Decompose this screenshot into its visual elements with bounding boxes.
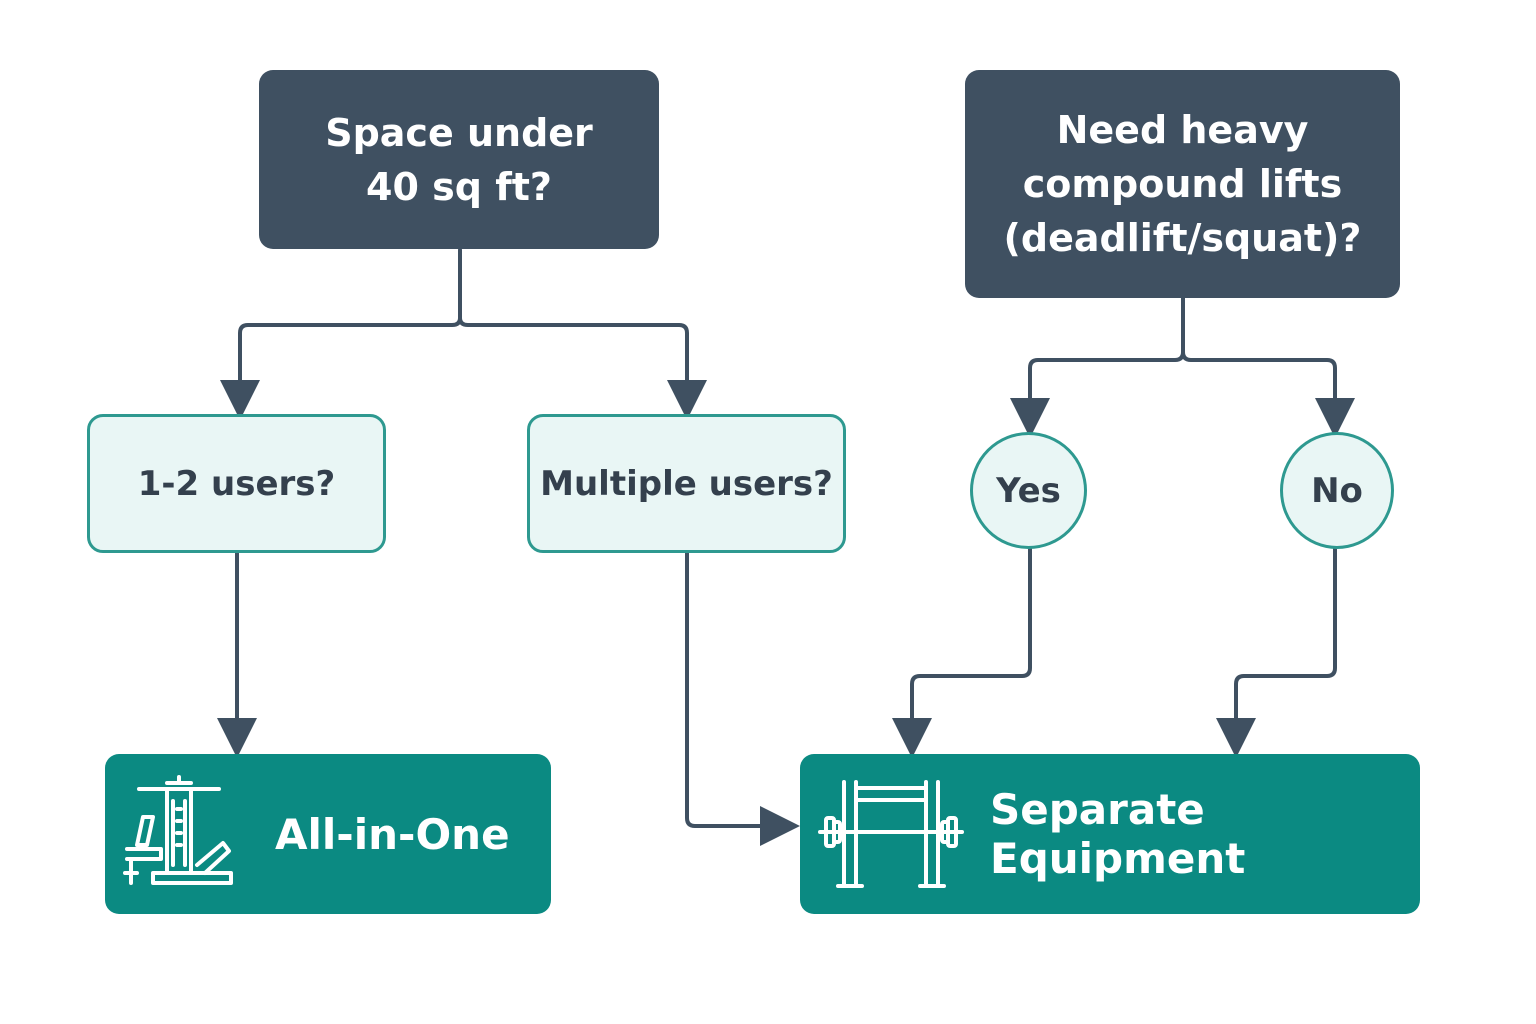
connector-lifts-to-no: [1181, 350, 1355, 438]
outcome-label-separate-equipment: Separate Equipment: [990, 785, 1246, 883]
option-multiple-users: Multiple users?: [527, 414, 846, 553]
question-space-under-40-sqft: Space under 40 sq ft?: [259, 70, 659, 249]
question-heavy-compound-lifts: Need heavy compound lifts (deadlift/squa…: [965, 70, 1400, 298]
option-no: No: [1280, 432, 1394, 549]
connector-no-to-separate: [1216, 546, 1337, 758]
home-gym-machine-icon: [123, 775, 233, 885]
outcome-all-in-one: All-in-One: [105, 754, 551, 914]
option-1-2-users: 1-2 users?: [87, 414, 386, 553]
connector-many-users-to-separate: [685, 551, 800, 846]
option-yes: Yes: [970, 432, 1087, 549]
outcome-label-all-in-one: All-in-One: [275, 809, 510, 859]
connector-space-to-many-users: [458, 316, 707, 420]
connector-lifts-to-yes: [1010, 296, 1185, 438]
squat-rack-barbell-icon: [818, 780, 964, 888]
connector-space-to-few-users: [220, 248, 462, 420]
outcome-separate-equipment: Separate Equipment: [800, 754, 1420, 914]
connector-yes-to-separate: [892, 546, 1032, 758]
